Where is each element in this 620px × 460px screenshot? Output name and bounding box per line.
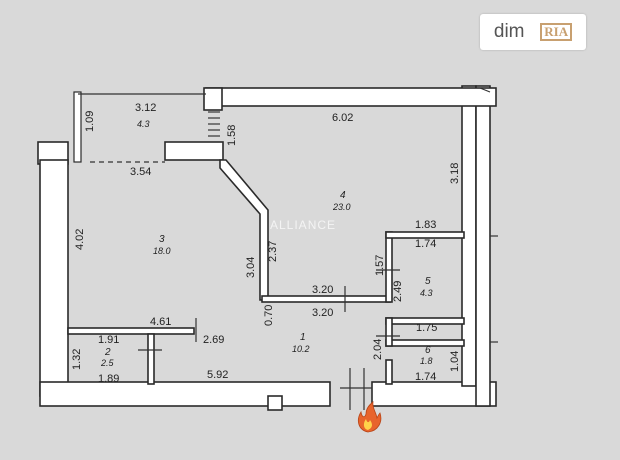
dimria-logo[interactable]: dim RIA bbox=[480, 14, 586, 50]
wall-room2-top bbox=[67, 327, 195, 335]
dim-room6-bottom: 1.74 bbox=[415, 371, 436, 383]
room-3-number: 3 bbox=[159, 234, 165, 245]
tick-marks bbox=[138, 87, 498, 410]
wall-bottom-nub bbox=[267, 395, 283, 411]
dim-right-top: 3.18 bbox=[449, 163, 461, 184]
wall-corridor bbox=[261, 295, 391, 303]
dim-stair-gap: 1.58 bbox=[226, 125, 238, 146]
room-4-number: 4 bbox=[340, 190, 346, 201]
wall-left bbox=[39, 159, 69, 397]
wall-room6-left bbox=[385, 317, 393, 347]
wall-room5-top bbox=[385, 231, 465, 239]
dim-hall-top: 4.61 bbox=[150, 316, 171, 328]
room-1-area: 10.2 bbox=[292, 344, 310, 354]
dim-partition-upper: 1.57 bbox=[374, 255, 386, 276]
wall-room2-right bbox=[147, 333, 155, 385]
dim-diagonal-a: 2.37 bbox=[267, 241, 279, 262]
dim-room2-bottom: 1.89 bbox=[98, 373, 119, 385]
room-1-number: 1 bbox=[300, 332, 306, 343]
balcony-area: 4.3 bbox=[137, 119, 150, 129]
wall-diagonal bbox=[219, 159, 269, 301]
dim-corridor-bottom: 3.20 bbox=[312, 307, 333, 319]
logo-badge: RIA bbox=[540, 23, 573, 41]
dim-hall-bottom: 5.92 bbox=[207, 369, 228, 381]
room-2-number: 2 bbox=[104, 347, 111, 358]
dim-room5-top: 1.83 bbox=[415, 219, 436, 231]
room-2-area: 2.5 bbox=[100, 358, 115, 368]
dim-wall-short: 0.70 bbox=[263, 305, 275, 326]
dim-hall-mid: 2.69 bbox=[203, 334, 224, 346]
dim-room2-height: 1.32 bbox=[71, 349, 83, 370]
dim-top-width: 6.02 bbox=[332, 112, 353, 124]
logo-brand: dim bbox=[493, 21, 525, 42]
dim-diagonal-b: 3.04 bbox=[245, 257, 257, 278]
room-5-area: 4.3 bbox=[420, 288, 433, 298]
dim-balcony-depth: 1.09 bbox=[84, 111, 96, 132]
wall-room6-left-lower bbox=[385, 359, 393, 385]
balcony-rail-left bbox=[73, 91, 82, 163]
dim-left-top: 3.54 bbox=[130, 166, 151, 178]
room-3-area: 18.0 bbox=[153, 246, 171, 256]
wall-kitchen-top bbox=[164, 141, 224, 161]
watermark: ALLIANCE bbox=[270, 218, 336, 232]
wall-bottom-left bbox=[39, 381, 331, 407]
dim-room6-height: 2.04 bbox=[372, 339, 384, 360]
gas-flame-icon bbox=[357, 401, 382, 433]
dim-left-height: 4.02 bbox=[74, 229, 86, 250]
wall-top-left-corner bbox=[203, 87, 223, 111]
dim-room6-right: 1.04 bbox=[449, 351, 461, 372]
room-5-number: 5 bbox=[425, 276, 431, 287]
dim-room6-top: 1.75 bbox=[416, 322, 437, 334]
dim-room5-height: 2.49 bbox=[392, 281, 404, 302]
room-6-area: 1.8 bbox=[420, 356, 433, 366]
wall-top bbox=[205, 87, 497, 107]
dim-room2-top: 1.91 bbox=[98, 334, 119, 346]
dim-room5-inner: 1.74 bbox=[415, 238, 436, 250]
dim-balcony-length: 3.12 bbox=[135, 102, 156, 114]
dim-corridor-top: 3.20 bbox=[312, 284, 333, 296]
wall-right-outer bbox=[475, 85, 491, 407]
stair-lines bbox=[208, 111, 220, 137]
room-6-number: 6 bbox=[425, 345, 431, 356]
room-4-area: 23.0 bbox=[332, 202, 351, 212]
